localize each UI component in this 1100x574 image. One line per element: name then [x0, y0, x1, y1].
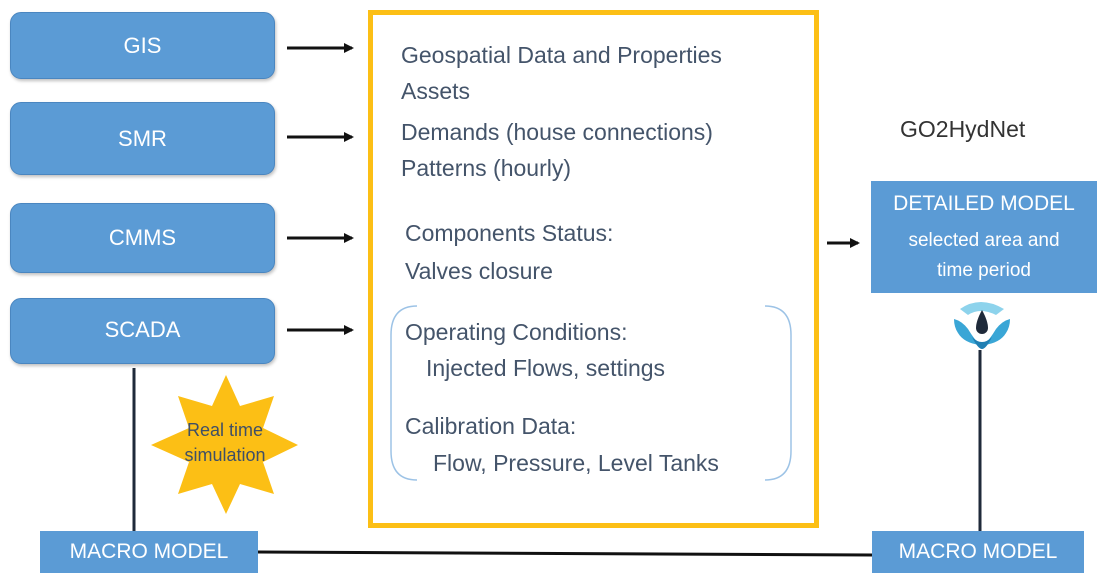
scada-source-box: SCADA [10, 298, 275, 364]
operating-bracket-left [390, 305, 418, 481]
data-panel: Geospatial Data and Properties Assets De… [368, 10, 819, 528]
real-time-line: Real time [186, 420, 264, 440]
operating-bracket-right [764, 305, 792, 481]
real-time-star-shape [151, 375, 298, 514]
operating-conditions-label: Operating Conditions: [405, 319, 628, 345]
detailed-model-box: DETAILED MODEL selected area and time pe… [871, 181, 1097, 293]
detailed-model-subtitle-2: time period [937, 260, 1031, 281]
macro-model-right-box: MACRO MODEL [872, 531, 1084, 573]
gis-source-box: GIS [10, 12, 275, 79]
water-drop-lotus-logo-icon [954, 302, 1010, 349]
cmms-source-box: CMMS [10, 203, 275, 273]
geospatial-data-label: Geospatial Data and Properties [401, 42, 722, 68]
flow-pressure-label: Flow, Pressure, Level Tanks [433, 450, 719, 476]
patterns-label: Patterns (hourly) [401, 155, 572, 181]
bracket-layer [390, 305, 792, 481]
components-status-label: Components Status: [405, 220, 614, 246]
valves-closure-label: Valves closure [405, 258, 553, 284]
injected-flows-label: Injected Flows, settings [426, 355, 666, 381]
detailed-model-title: DETAILED MODEL [893, 192, 1075, 215]
calibration-data-label: Calibration Data: [405, 413, 577, 439]
demands-label: Demands (house connections) [401, 119, 713, 145]
simulation-line: simulation [184, 445, 266, 465]
detailed-model-subtitle-1: selected area and [908, 230, 1060, 251]
macro-link-line [257, 550, 873, 557]
macro-model-left-box: MACRO MODEL [40, 531, 258, 573]
real-time-simulation-label: Real time simulation [150, 418, 300, 468]
assets-label: Assets [401, 78, 471, 104]
brand-label: GO2HydNet [900, 116, 1026, 142]
smr-source-box: SMR [10, 102, 275, 175]
